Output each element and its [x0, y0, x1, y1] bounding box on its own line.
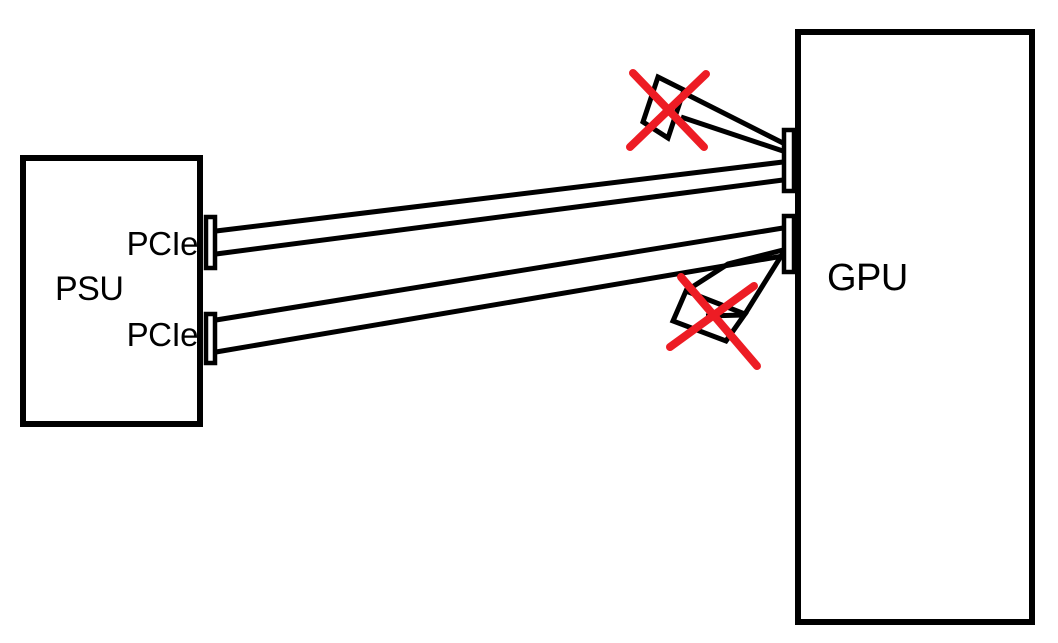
- labels: PSU PCIe PCIe GPU: [55, 225, 908, 353]
- psu-port-2-label: PCIe: [127, 316, 198, 353]
- connector-ports: [203, 127, 797, 366]
- cable-1-upper-line: [215, 159, 784, 234]
- cable-2-upper-line: [215, 225, 784, 323]
- psu-box: [20, 155, 203, 427]
- red-cross-marks: [626, 69, 761, 370]
- pigtail-bottom-wire-1: [684, 247, 784, 294]
- gpu-port-1: [781, 127, 797, 194]
- gpu-port-2: [781, 213, 797, 275]
- cable-2-lower-line: [215, 253, 784, 355]
- cable-1-lower-line: [215, 177, 784, 257]
- psu-port-1: [203, 214, 218, 271]
- red-cross-bottom: [666, 273, 761, 370]
- red-cross-top-stroke-2: [626, 70, 710, 151]
- psu-port-2: [203, 311, 218, 366]
- red-cross-bottom-stroke-1: [677, 273, 761, 370]
- gpu-label: GPU: [827, 257, 908, 299]
- psu-label: PSU: [55, 270, 123, 308]
- device-boxes: [20, 29, 1035, 625]
- gpu-box: [795, 29, 1035, 625]
- red-cross-top: [626, 69, 710, 151]
- pcie-cables: [215, 159, 784, 355]
- pigtail-top-wire-2: [680, 114, 784, 154]
- red-cross-bottom-stroke-2: [666, 282, 758, 351]
- psu-port-1-label: PCIe: [127, 225, 198, 262]
- pigtail-top-wire-1: [682, 90, 785, 146]
- pigtail-bottom-wire-2: [742, 251, 786, 316]
